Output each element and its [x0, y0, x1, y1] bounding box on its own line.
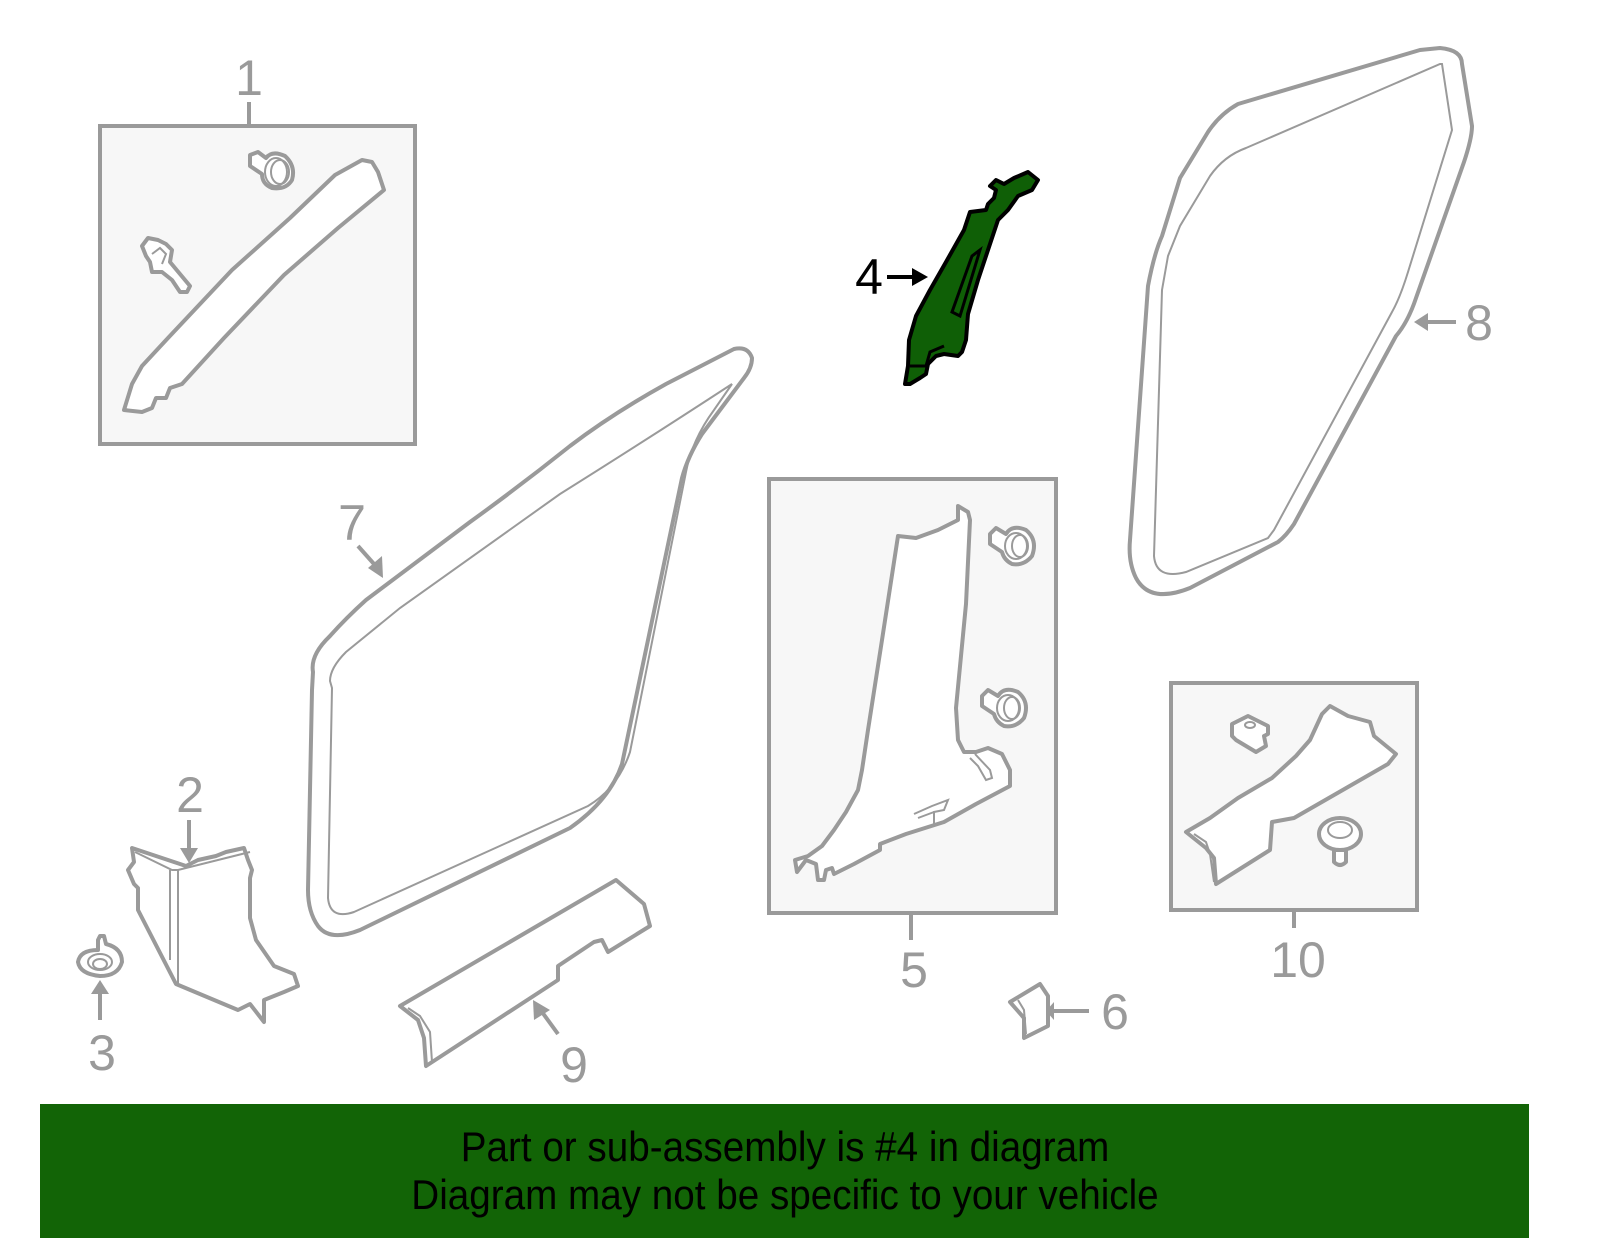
callout-4[interactable]: 4: [855, 249, 883, 305]
callout-1[interactable]: 1: [235, 50, 263, 106]
part-8-group[interactable]: 8: [1127, 46, 1493, 596]
callout-10[interactable]: 10: [1270, 932, 1326, 988]
arrow-icon: [533, 1000, 550, 1020]
arrow-icon: [368, 556, 383, 578]
push-clip-icon: [1317, 816, 1363, 867]
scuff-plate-shape: [398, 878, 652, 1068]
rear-door-seal-inner: [1152, 63, 1454, 575]
pin-clip-icon: [140, 236, 192, 294]
a-pillar-garnish-shape: [122, 158, 386, 414]
lower-garnish-shape: [126, 846, 300, 1024]
callout-3[interactable]: 3: [88, 1025, 116, 1081]
part-1-group[interactable]: 1: [98, 50, 417, 446]
info-banner: Part or sub-assembly is #4 in diagram Di…: [40, 1104, 1529, 1238]
callout-9[interactable]: 9: [560, 1037, 588, 1093]
nut-icon: [1230, 714, 1270, 754]
clip-icon: [988, 525, 1036, 567]
part-10-group[interactable]: 10: [1169, 681, 1419, 988]
part-2-group[interactable]: 2: [126, 767, 300, 1024]
arrow-icon: [91, 980, 109, 994]
part-6-group[interactable]: 6: [1008, 982, 1129, 1040]
small-clip-shape: [1008, 982, 1050, 1040]
arrow-icon: [912, 268, 928, 286]
part-7-leader: [356, 544, 376, 566]
callout-7[interactable]: 7: [338, 495, 366, 551]
arrow-icon: [1046, 1002, 1054, 1020]
part-9-group[interactable]: 9: [398, 878, 652, 1093]
callout-6[interactable]: 6: [1101, 984, 1129, 1040]
clip-icon: [248, 150, 296, 191]
scuff-strip-shape: [1184, 704, 1398, 886]
banner-line-disclaimer: Diagram may not be specific to your vehi…: [410, 1171, 1159, 1218]
door-seal-inner: [326, 383, 733, 916]
b-pillar-lower-garnish-shape: [793, 504, 1012, 882]
rear-door-seal-outer: [1127, 46, 1474, 596]
part-3-group[interactable]: 3: [76, 934, 124, 1081]
door-seal-outer: [306, 346, 754, 938]
part-5-group[interactable]: 5: [767, 477, 1058, 998]
callout-5[interactable]: 5: [900, 942, 928, 998]
clip-icon: [980, 687, 1028, 729]
callout-8[interactable]: 8: [1465, 295, 1493, 351]
slot-detail: [950, 246, 983, 319]
arrow-icon: [180, 848, 198, 863]
banner-line-part-number: Part or sub-assembly is #4 in diagram: [460, 1123, 1109, 1170]
part-7-group[interactable]: 7: [300, 316, 754, 938]
arrow-icon: [1414, 313, 1428, 331]
callout-2[interactable]: 2: [176, 767, 204, 823]
part-9-leader: [540, 1010, 560, 1036]
part-4-group[interactable]: 4: [855, 170, 1040, 386]
